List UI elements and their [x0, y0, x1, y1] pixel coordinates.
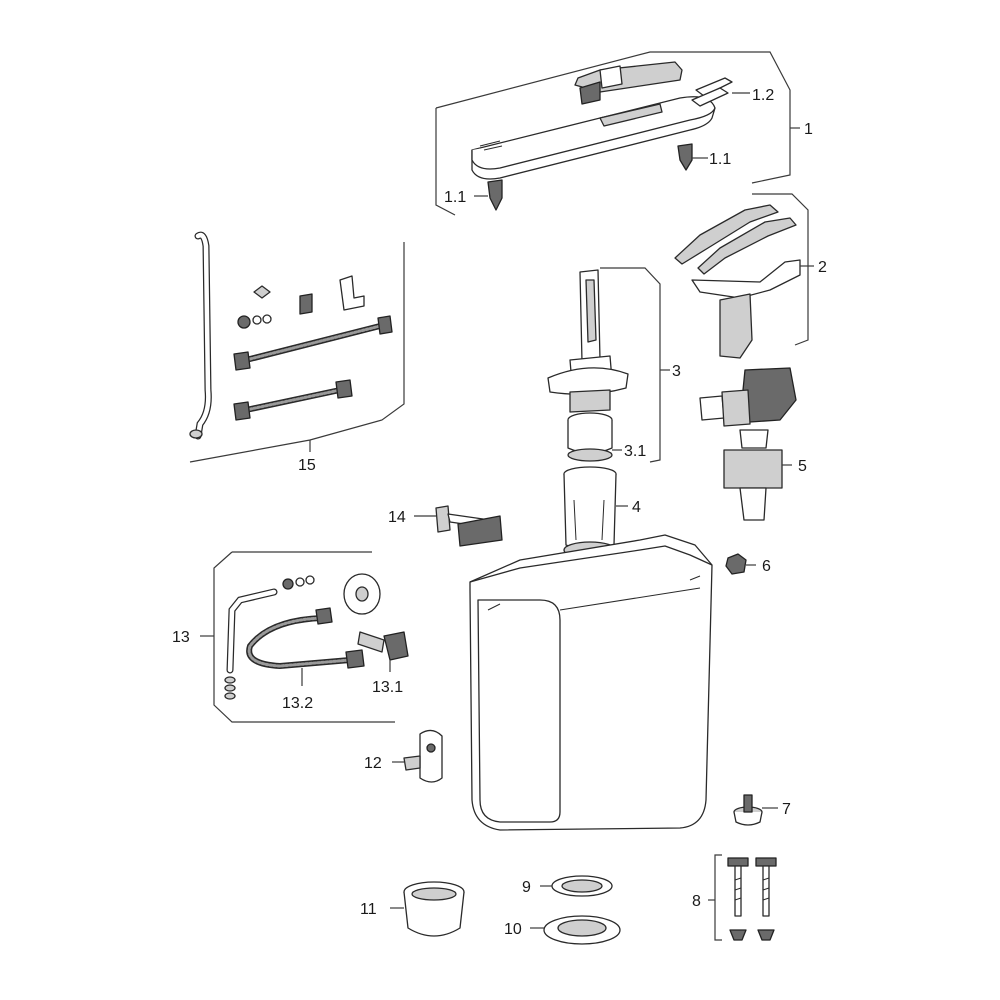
- label-15: 15: [298, 457, 316, 474]
- label-6: 6: [762, 558, 771, 575]
- label-1-2: 1.2: [752, 87, 774, 104]
- label-3-1: 3.1: [624, 443, 646, 460]
- label-3: 3: [672, 363, 681, 380]
- part-2-lever-group: [674, 193, 814, 359]
- label-13: 13: [172, 629, 190, 646]
- label-8: 8: [692, 893, 701, 910]
- label-9: 9: [522, 879, 531, 896]
- part-9-seal: [540, 875, 613, 897]
- label-1: 1: [804, 121, 813, 138]
- part-14-actuator-bracket: [414, 505, 503, 547]
- part-13-connection-group: [200, 551, 409, 723]
- part-4-overflow-pipe: [563, 466, 628, 559]
- part-5-fill-valve: [699, 367, 797, 521]
- label-14: 14: [388, 509, 406, 526]
- part-15-connection-group: [189, 231, 405, 463]
- label-11: 11: [360, 901, 377, 918]
- part-7-valve-part: [733, 794, 778, 826]
- part-10-gasket: [530, 915, 621, 945]
- label-10: 10: [504, 921, 522, 938]
- part-6-nut: [725, 553, 756, 575]
- part-11-sleeve: [390, 881, 465, 937]
- label-5: 5: [798, 458, 807, 475]
- label-1-1-right: 1.1: [709, 151, 731, 168]
- label-13-1: 13.1: [372, 679, 403, 696]
- label-12: 12: [364, 755, 382, 772]
- part-12-bracket: [392, 729, 443, 783]
- part-3-flush-valve-group: [547, 267, 670, 463]
- label-1-1-left: 1.1: [444, 189, 466, 206]
- label-2: 2: [818, 259, 827, 276]
- part-8-fixing-bolts: [708, 854, 777, 941]
- callout-labels: 1 1.2 1.1 1.1 2 3 3.1 4 5 6 7 8 9 10 11 …: [172, 87, 827, 938]
- cistern-body: [469, 534, 713, 831]
- part-1-cover-group: [435, 51, 800, 216]
- label-13-2: 13.2: [282, 695, 313, 712]
- label-4: 4: [632, 499, 641, 516]
- label-7: 7: [782, 801, 791, 818]
